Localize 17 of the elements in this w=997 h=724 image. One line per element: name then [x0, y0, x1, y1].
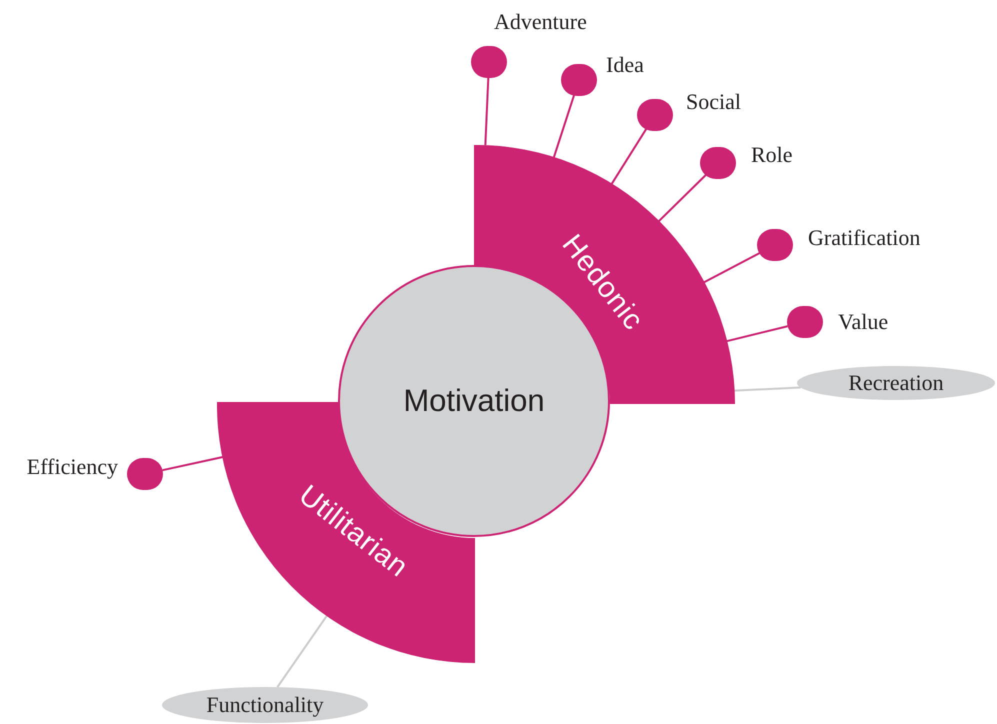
- connector-line: [552, 95, 575, 158]
- center-title: Motivation: [403, 382, 545, 420]
- oval-label: Recreation: [848, 372, 944, 394]
- dot-label: Adventure: [494, 11, 587, 33]
- oval-label: Functionality: [206, 694, 324, 716]
- dot-label: Role: [751, 144, 793, 166]
- dot-label: Idea: [606, 54, 644, 76]
- connector-line: [162, 456, 224, 472]
- connector-line: [276, 613, 329, 688]
- connector-line: [484, 78, 490, 146]
- connector-line: [657, 174, 707, 223]
- connector-line: [610, 128, 648, 186]
- dot-label: Social: [686, 91, 741, 113]
- dot-label: Value: [838, 311, 888, 333]
- dot-label: Efficiency: [26, 456, 118, 478]
- connector-line: [702, 252, 760, 284]
- dot-label: Gratification: [808, 227, 920, 249]
